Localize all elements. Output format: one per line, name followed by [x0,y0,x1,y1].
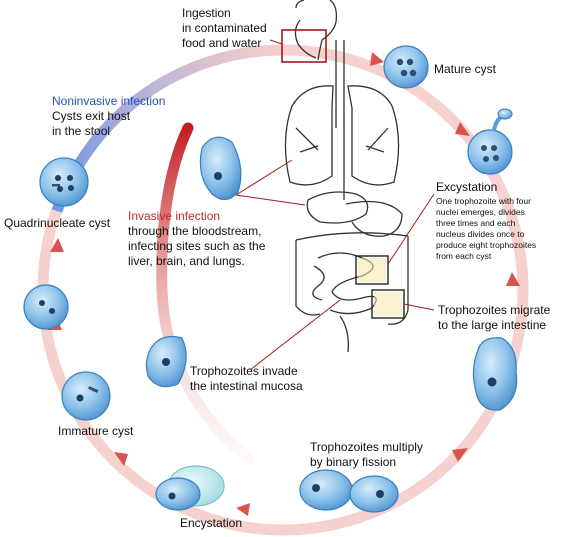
cyst-icon [23,284,69,330]
pointer-lines [235,159,435,371]
trophozoite-icon [199,136,242,201]
cyst-icon [467,108,513,175]
excystation-label: Excystation [436,180,497,195]
excystation-title: Excystation [436,180,498,194]
cycle-arrow-icon [48,52,520,516]
anatomy-highlight-boxes [281,29,327,63]
cyst-icon [61,371,111,421]
noninvasive-title: Noninvasive infection [52,94,166,108]
trophozoite-icon [145,335,187,388]
invasive-title: Invasive infection [128,209,221,223]
cyst-icon [155,465,225,511]
large-intestine-highlight [374,292,402,316]
cyst-icon [383,45,429,89]
invasive-arc [156,122,256,466]
excystation-description: One trophozoite with four nuclei emerges… [436,196,537,261]
immature-cyst-label: Immature cyst [58,424,134,438]
encystation-label: Encystation [180,516,243,530]
mature-cyst-label: Mature cyst [434,62,497,76]
quadrinucleate-label: Quadrinucleate cyst [4,216,111,230]
multiply-label: Trophozoites multiply by binary fission [310,440,423,469]
ingestion-label: Ingestion in contaminated food and water [182,6,267,50]
trophozoite-icon [299,469,399,513]
human-anatomy-icon [284,0,409,353]
migrate-label: Trophozoites migrate to the large intest… [438,303,551,332]
invade-label: Trophozoites invade the intestinal mucos… [190,364,303,393]
invasive-label: Invasive infection through the bloodstre… [128,209,266,268]
small-intestine-highlight [358,258,386,282]
cyst-icon [39,157,89,207]
noninvasive-label: Noninvasive infection Cysts exit host in… [52,94,166,138]
trophozoite-icon [472,337,518,411]
